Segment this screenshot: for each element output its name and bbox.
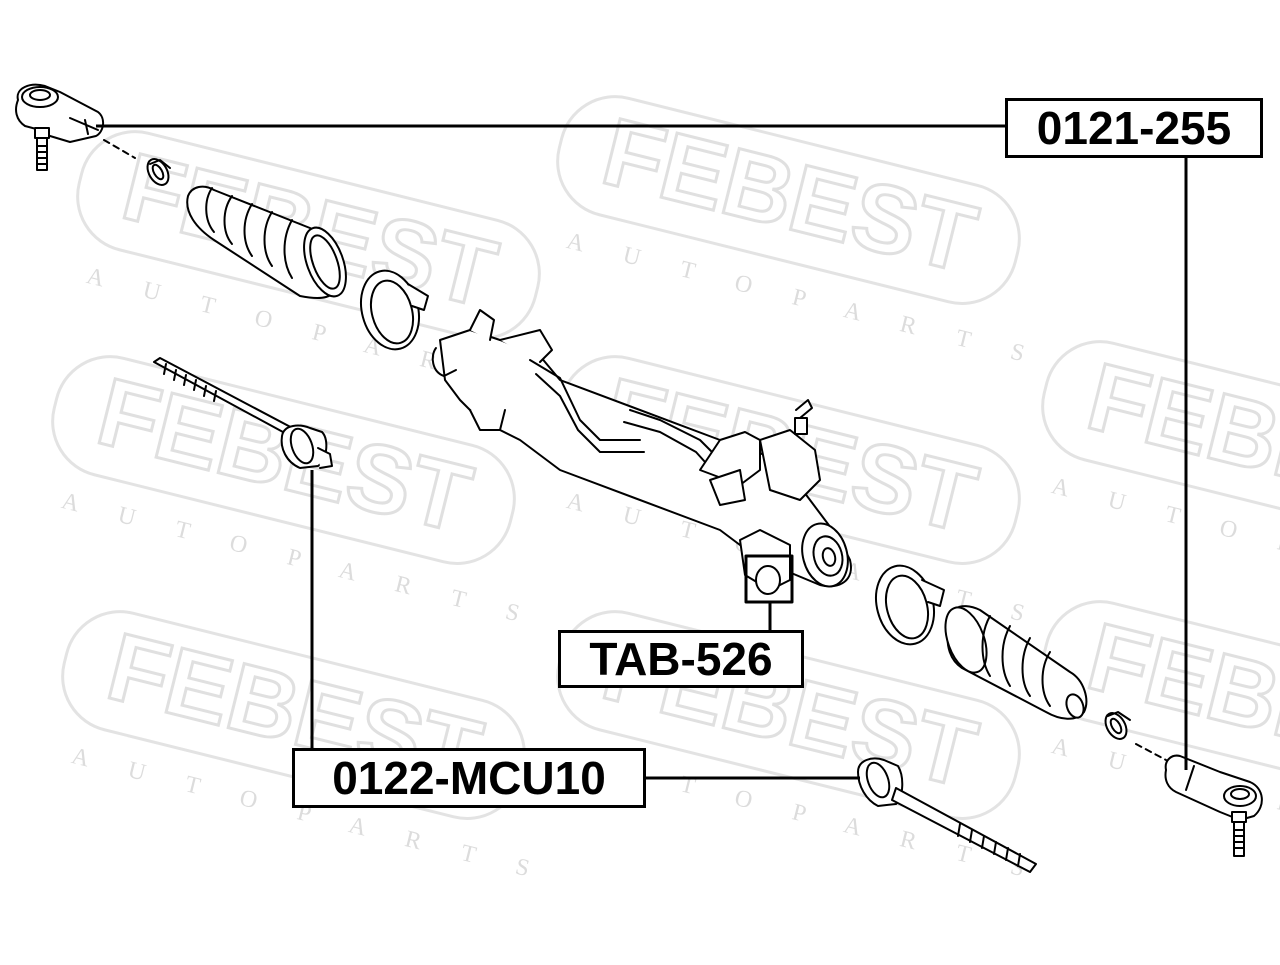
inner-tie-rod-assembled (857, 757, 1037, 873)
left-boot-clip (146, 158, 171, 186)
watermark-tagline: A U T O P A R T S (1049, 473, 1280, 616)
inner-tie-rod-standalone (153, 357, 333, 469)
right-steering-boot (944, 605, 1088, 720)
watermark-5: FEBEST A U T O P A R T S (1041, 340, 1280, 617)
watermark-2: FEBEST A U T O P A R T S (556, 95, 1044, 372)
left-steering-boot (186, 185, 347, 299)
part-number-label-inner-tie-rod: 0122-MCU10 (292, 748, 646, 808)
steering-rack (431, 309, 852, 591)
right-tie-rod-end (1135, 743, 1263, 857)
part-number-label-rack-bushing: TAB-526 (558, 630, 804, 688)
part-number-label-tie-rod-end: 0121-255 (1005, 98, 1263, 158)
right-band-clamp (875, 564, 945, 646)
left-band-clamp (360, 269, 429, 351)
left-tie-rod-end (15, 83, 136, 171)
rack-bushing (755, 565, 781, 595)
parts-layer (15, 83, 1263, 873)
right-boot-clip (1104, 711, 1131, 740)
leader-lines (96, 124, 1188, 780)
